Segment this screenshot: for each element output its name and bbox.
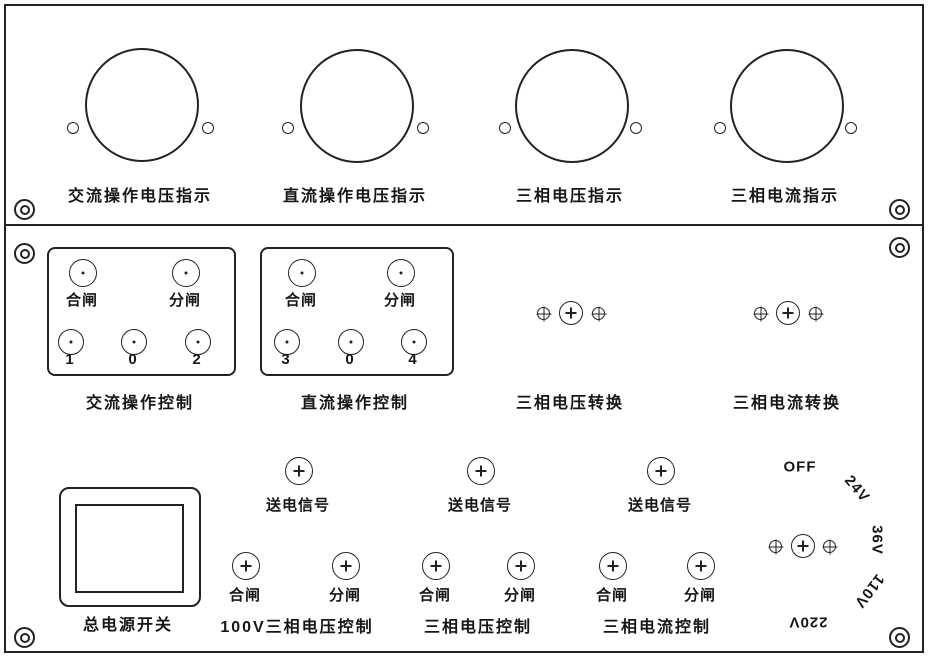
screw-icon <box>823 540 836 553</box>
screw-icon <box>769 540 782 553</box>
voltage-open-label: 分闸 <box>503 587 537 604</box>
mounting-screw-icon <box>889 199 910 220</box>
meter-screw-hole-icon <box>202 122 214 134</box>
dc-position-lamp-3[interactable] <box>274 329 300 355</box>
meter-screw-hole-icon <box>714 122 726 134</box>
current-open-label: 分闸 <box>683 587 717 604</box>
mounting-screw-icon <box>889 627 910 648</box>
power-signal-label-3: 送电信号 <box>627 497 693 514</box>
100v-open-label: 分闸 <box>328 587 362 604</box>
dc-operating-voltage-meter <box>300 49 414 163</box>
100v-close-label: 合闸 <box>228 587 262 604</box>
ac-position-label-1: 1 <box>65 351 75 368</box>
three-phase-voltage-meter <box>515 49 629 163</box>
ac-open-label: 分闸 <box>168 292 202 309</box>
dc-open-label: 分闸 <box>383 292 417 309</box>
meter-screw-hole-icon <box>282 122 294 134</box>
voltage-selector-label: 三相电压转换 <box>515 395 625 412</box>
voltage-open-button[interactable] <box>507 552 535 580</box>
current-selector-knob[interactable] <box>776 301 800 325</box>
rotary-position-off: OFF <box>783 458 817 476</box>
screw-icon <box>537 307 550 320</box>
current-open-button[interactable] <box>687 552 715 580</box>
power-signal-label-1: 送电信号 <box>265 497 331 514</box>
ac-position-lamp-1[interactable] <box>58 329 84 355</box>
current-close-label: 合闸 <box>595 587 629 604</box>
screw-icon <box>592 307 605 320</box>
main-power-switch-label: 总电源开关 <box>82 617 174 634</box>
mounting-screw-icon <box>889 237 910 258</box>
panel-divider <box>4 224 924 226</box>
dc-position-lamp-0[interactable] <box>338 329 364 355</box>
ac-position-lamp-2[interactable] <box>185 329 211 355</box>
dc-position-label-4: 4 <box>408 351 418 368</box>
ac-close-label: 合闸 <box>65 292 99 309</box>
power-signal-label-2: 送电信号 <box>447 497 513 514</box>
meter-screw-hole-icon <box>630 122 642 134</box>
meter-screw-hole-icon <box>499 122 511 134</box>
mounting-screw-icon <box>14 243 35 264</box>
mounting-screw-icon <box>14 199 35 220</box>
voltage-control-label: 三相电压控制 <box>423 619 533 636</box>
voltage-close-label: 合闸 <box>418 587 452 604</box>
power-signal-lamp-2 <box>467 457 495 485</box>
power-signal-lamp-1 <box>285 457 313 485</box>
meter-label-ac-voltage: 交流操作电压指示 <box>67 188 213 205</box>
three-phase-current-meter <box>730 49 844 163</box>
current-selector-label: 三相电流转换 <box>732 395 842 412</box>
dc-close-label: 合闸 <box>284 292 318 309</box>
meter-screw-hole-icon <box>67 122 79 134</box>
meter-label-dc-voltage: 直流操作电压指示 <box>282 188 428 205</box>
dc-control-box-label: 直流操作控制 <box>300 395 410 412</box>
100v-voltage-close-button[interactable] <box>232 552 260 580</box>
ac-position-label-0: 0 <box>128 351 138 368</box>
screw-icon <box>754 307 767 320</box>
voltage-close-button[interactable] <box>422 552 450 580</box>
dc-close-button[interactable] <box>288 259 316 287</box>
rotary-position-220v: 220V <box>788 613 828 631</box>
meter-label-three-phase-voltage: 三相电压指示 <box>515 188 625 205</box>
dc-open-button[interactable] <box>387 259 415 287</box>
ac-operating-voltage-meter <box>85 48 199 162</box>
ac-position-label-2: 2 <box>192 351 202 368</box>
rotary-position-36v: 36V <box>868 525 886 555</box>
ac-open-button[interactable] <box>172 259 200 287</box>
meter-screw-hole-icon <box>417 122 429 134</box>
rotary-voltage-knob[interactable] <box>791 534 815 558</box>
meter-screw-hole-icon <box>845 122 857 134</box>
meter-label-three-phase-current: 三相电流指示 <box>730 188 840 205</box>
current-control-label: 三相电流控制 <box>602 619 712 636</box>
current-close-button[interactable] <box>599 552 627 580</box>
power-signal-lamp-3 <box>647 457 675 485</box>
main-power-switch-face[interactable] <box>75 504 184 593</box>
screw-icon <box>809 307 822 320</box>
ac-close-button[interactable] <box>69 259 97 287</box>
mounting-screw-icon <box>14 627 35 648</box>
voltage-selector-knob[interactable] <box>559 301 583 325</box>
dc-position-label-0: 0 <box>345 351 355 368</box>
dc-position-label-3: 3 <box>281 351 291 368</box>
ac-position-lamp-0[interactable] <box>121 329 147 355</box>
ac-control-box-label: 交流操作控制 <box>85 395 195 412</box>
100v-voltage-control-label: 100V三相电压控制 <box>220 619 374 636</box>
100v-voltage-open-button[interactable] <box>332 552 360 580</box>
dc-position-lamp-4[interactable] <box>401 329 427 355</box>
